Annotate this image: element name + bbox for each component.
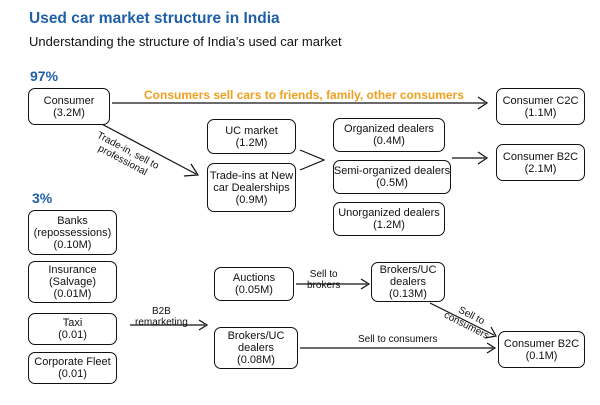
node-consumer: Consumer(3.2M) [28,88,110,125]
node-uc-market: UC market(1.2M) [207,119,296,154]
node-corporate-fleet: Corporate Fleet(0.01) [28,352,117,384]
arrow-head [477,96,489,110]
arrow-brokers-to-b2c-diag [429,302,495,336]
arrow-head [198,319,209,331]
arrow-head [484,326,497,339]
arrow-head [360,278,371,290]
node-organized-dealers: Organized dealers(0.4M) [333,118,445,152]
arrow-to-dealers [299,149,326,171]
node-auctions: Auctions(0.05M) [214,267,294,301]
node-consumer-b2c: Consumer B2C(2.1M) [496,144,585,181]
arrow-head [477,151,489,165]
consumer-share-label: 97% [30,68,59,84]
page-subtitle: Understanding the structure of India’s u… [29,34,342,49]
node-taxi: Taxi(0.01) [28,313,117,345]
node-consumer-b2c-institutional: Consumer B2C(0.1M) [498,331,585,368]
arrow-head [183,163,200,177]
node-unorganized-dealers: Unorganized dealers(1.2M) [333,202,445,236]
flow-label-sell-to-consumers: Sell to consumers [358,334,438,345]
flow-label-c2c: Consumers sell cars to friends, family, … [144,88,464,102]
arrow-head [486,342,497,354]
arrow-consumer-to-tradeins [95,120,197,175]
node-banks: Banks(repossessions)(0.10M) [28,210,117,255]
page-title: Used car market structure in India [29,10,280,27]
node-semi-organized-dealers: Semi-organized dealers(0.5M) [333,160,451,194]
node-consumer-c2c: Consumer C2C(1.1M) [496,88,585,125]
institutional-share-label: 3% [32,190,53,206]
node-insurance: Insurance(Salvage)(0.01M) [28,261,117,303]
